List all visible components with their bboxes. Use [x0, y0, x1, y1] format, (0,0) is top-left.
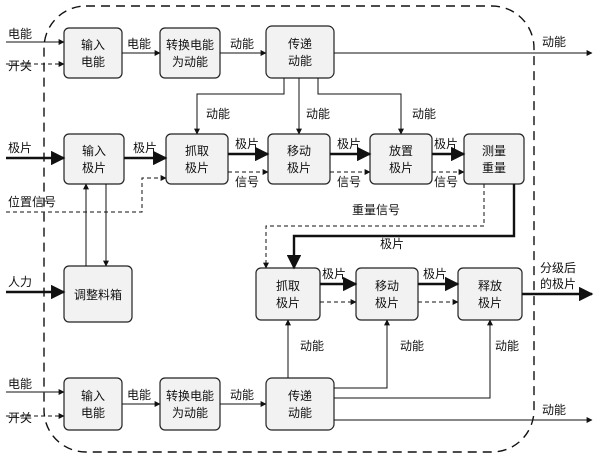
box-input-power-top-line1: 输入 [81, 37, 105, 52]
arrow-kinetic-to-release [334, 319, 493, 399]
box-move1: 移动 极片 [267, 133, 331, 185]
label-power-in-top: 电能 [8, 27, 32, 41]
label-signal-b: 信号 [337, 175, 361, 189]
box-convert-top-line2: 为动能 [172, 55, 208, 69]
label-sheet-down: 极片 [380, 237, 404, 251]
label-graded-out-1: 分级后 [540, 261, 576, 275]
box-move1-line2: 极片 [287, 161, 311, 175]
box-grab2-line2: 极片 [276, 296, 300, 310]
label-position-signal: 位置信号 [8, 194, 56, 209]
box-convert-top: 转换电能 为动能 [159, 27, 221, 79]
label-sheet-b: 极片 [235, 137, 259, 151]
box-input-power-top-line2: 电能 [81, 55, 105, 69]
label-sheet-e: 极片 [423, 267, 447, 281]
label-signal-c: 信号 [434, 175, 458, 189]
arrow-sheet-down [286, 184, 516, 270]
box-input-sheet-line1: 输入 [82, 143, 106, 158]
box-convert-bottom-line2: 为动能 [172, 406, 208, 420]
box-measure-line1: 测量 [482, 144, 506, 158]
box-transfer-bottom: 传递 动能 [265, 377, 335, 431]
box-grab1-line1: 抓取 [185, 144, 209, 158]
label-signal-a: 信号 [235, 175, 259, 189]
label-graded-out-2: 的极片 [540, 276, 576, 291]
label-switch-bottom: 开关 [8, 411, 32, 425]
box-transfer-top: 传递 动能 [265, 25, 335, 79]
box-input-power-bottom-line2: 电能 [81, 406, 105, 420]
box-release-line1: 释放 [478, 278, 502, 293]
arrow-kinetic-to-grab1 [194, 78, 285, 135]
arrow-kinetic-to-place1 [317, 78, 404, 135]
box-convert-bottom: 转换电能 为动能 [159, 377, 221, 431]
box-adjust: 调整料箱 [63, 265, 133, 323]
label-switch-top: 开关 [8, 59, 32, 73]
box-move2-line2: 极片 [375, 296, 399, 310]
box-grab1: 抓取 极片 [165, 133, 229, 185]
label-kinetic-mid-bottom: 动能 [230, 388, 254, 402]
label-power-mid-bottom: 电能 [127, 388, 151, 402]
box-release: 释放 极片 [457, 267, 523, 321]
label-power-mid-top: 电能 [127, 37, 151, 51]
box-move2-line1: 移动 [375, 279, 399, 293]
box-convert-top-line1: 转换电能 [166, 37, 214, 52]
box-convert-bottom-line1: 转换电能 [166, 388, 214, 403]
box-input-power-top: 输入 电能 [63, 27, 123, 79]
label-sheet-c: 极片 [337, 137, 361, 151]
label-kinetic-move1: 动能 [306, 107, 330, 121]
box-release-line2: 极片 [478, 296, 502, 310]
label-sheet-place-out: 极片 [434, 137, 458, 151]
box-place1-line2: 极片 [389, 161, 413, 175]
box-grab1-line2: 极片 [185, 161, 209, 175]
label-kinetic-out-top: 动能 [542, 35, 566, 49]
label-sheet-in: 极片 [8, 141, 32, 155]
label-sheet-a: 极片 [133, 141, 157, 155]
box-place1-line1: 放置 [389, 143, 413, 158]
box-place1: 放置 极片 [369, 133, 433, 185]
box-transfer-top-line2: 动能 [288, 54, 312, 68]
system-boundary [43, 5, 535, 453]
label-sheet-d: 极片 [322, 267, 346, 281]
box-input-power-bottom-line1: 输入 [81, 388, 105, 403]
box-measure-line2: 重量 [482, 161, 506, 175]
box-input-sheet-line2: 极片 [82, 161, 106, 175]
arrow-weight-signal [263, 184, 485, 269]
box-grab2: 抓取 极片 [255, 267, 321, 321]
label-weight-signal: 重量信号 [352, 203, 400, 217]
label-kinetic-grab1: 动能 [206, 107, 230, 121]
label-manpower: 人力 [8, 275, 32, 289]
box-grab2-line1: 抓取 [276, 279, 300, 293]
box-adjust-line1: 调整料箱 [74, 287, 122, 302]
label-kinetic-place1: 动能 [412, 107, 436, 121]
box-input-sheet: 输入 极片 [63, 133, 125, 185]
label-kinetic-mid-top: 动能 [230, 37, 254, 51]
box-input-power-bottom: 输入 电能 [63, 377, 123, 431]
box-transfer-top-line1: 传递 [288, 36, 312, 51]
box-transfer-bottom-line2: 动能 [288, 406, 312, 420]
label-power-in-bottom: 电能 [8, 377, 32, 391]
label-kinetic-out-bottom: 动能 [542, 403, 566, 417]
box-transfer-bottom-line1: 传递 [288, 388, 312, 403]
label-kinetic-move2: 动能 [400, 339, 424, 353]
box-move2: 移动 极片 [355, 267, 419, 321]
arrow-position-signal [6, 175, 167, 213]
label-kinetic-grab2: 动能 [300, 339, 324, 353]
arrow-kinetic-to-move2 [334, 319, 390, 389]
label-kinetic-release: 动能 [495, 339, 519, 353]
box-move1-line1: 移动 [287, 144, 311, 158]
box-measure: 测量 重量 [463, 133, 525, 185]
